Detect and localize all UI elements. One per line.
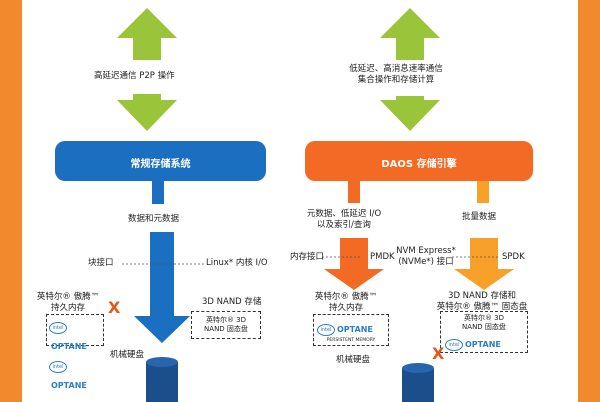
left-nand-label: 3D NAND 存储 <box>202 297 262 307</box>
left-hdd-label: 机械硬盘 <box>110 350 145 360</box>
right-nand-label: 3D NAND 存储和 英特尔® 傲腾™ 固态盘 <box>437 291 527 313</box>
right-meta-label: 元数据、低延迟 I/O 以及索引/查询 <box>307 209 381 231</box>
blue-arrow-upper <box>152 181 164 204</box>
left-box-title: 常规存储系统 <box>130 159 191 170</box>
intel-logo: intel <box>317 323 335 336</box>
amber-arrow-upper-right <box>477 181 489 203</box>
right-meta-line1: 元数据、低延迟 I/O <box>306 209 382 219</box>
right-pmem-line2: 持久内存 <box>328 303 364 313</box>
orange-arrow-upper-left <box>348 181 360 203</box>
right-hdd-label: 机械硬盘 <box>336 355 371 365</box>
block-interface-label: 块接口 <box>88 258 114 268</box>
optane-pm-wordmark: OPTANE <box>51 342 87 351</box>
right-meta-line2: 以及索引/查询 <box>317 220 371 230</box>
right-nand-line2: 英特尔® 傲腾™ 固态盘 <box>436 302 528 312</box>
intel-logo: intel <box>49 321 67 334</box>
right-box-title: DAOS 存储引擎 <box>381 159 457 170</box>
pmdk-label: PMDK <box>370 252 395 262</box>
left-optane-pm-badge: intelOPTANE <box>49 317 101 355</box>
blue-down-arrow <box>134 232 190 343</box>
memory-interface-label: 内存接口 <box>290 252 325 262</box>
diagram-graphics <box>55 8 533 402</box>
right-pmem-label: 英特尔® 傲腾™ 持久内存 <box>315 292 377 314</box>
left-nand-box: 英特尔® 3D NAND 固态盘 <box>191 311 261 339</box>
spdk-label: SPDK <box>502 252 525 262</box>
right-green-arrow <box>380 8 440 131</box>
right-top-line1: 低延迟、高消息速率通信 <box>349 64 443 74</box>
left-top-label: 高延迟通信 P2P 操作 <box>94 71 175 81</box>
right-top-label: 低延迟、高消息速率通信 集合操作和存储计算 <box>349 64 443 86</box>
left-data-label: 数据和元数据 <box>128 214 180 224</box>
daos-engine-box <box>305 141 533 181</box>
regular-storage-box <box>55 141 266 181</box>
left-hdd-cylinder <box>146 357 178 402</box>
left-pmem-line2: 持久内存 <box>50 303 86 313</box>
left-optane-ssd-badge: intelOPTANE <box>49 356 101 394</box>
left-ssd-line1: 英特尔® 3D <box>205 316 247 324</box>
orange-down-arrow <box>324 238 384 290</box>
right-optane-pm-sub: PERSISTENT MEMORY <box>326 338 376 343</box>
amber-down-arrow <box>454 238 514 290</box>
right-ssd-line1: 英特尔® 3D <box>463 314 505 322</box>
right-pmem-line1: 英特尔® 傲腾™ <box>314 292 378 302</box>
right-top-line2: 集合操作和存储计算 <box>357 75 435 85</box>
right-optane-pm-wordmark: OPTANE <box>337 325 373 334</box>
diagram-canvas: 高延迟通信 P2P 操作 常规存储系统 数据和元数据 块接口 Linux* 内核… <box>22 0 578 402</box>
left-ssd-line2: NAND 固态盘 <box>204 325 248 333</box>
nvme-line1: NVM Express* <box>396 246 456 256</box>
optane-ssd-wordmark: OPTANE <box>51 381 87 390</box>
right-nand-line1: 3D NAND 存储和 <box>448 291 516 301</box>
nvme-line2: (NVMe*) 接口 <box>398 257 454 267</box>
right-ssd-line2: NAND 固态盘 <box>462 323 506 331</box>
left-pmem-line1: 英特尔® 傲腾™ <box>36 292 100 302</box>
intel-logo: intel <box>445 338 463 351</box>
right-hdd-cylinder <box>402 363 434 402</box>
right-optane-ssd-wordmark: OPTANE <box>465 340 501 349</box>
left-green-arrow <box>117 8 177 131</box>
left-x-mark: X <box>108 298 121 317</box>
right-bulk-label: 批量数据 <box>462 212 497 222</box>
nvme-label: NVM Express* (NVMe*) 接口 <box>396 246 456 268</box>
intel-logo: intel <box>49 360 67 373</box>
left-pmem-box: intelOPTANE intelOPTANE <box>46 314 104 390</box>
right-x-mark: X <box>432 344 445 363</box>
left-pmem-label: 英特尔® 傲腾™ 持久内存 <box>37 292 99 314</box>
linux-kernel-label: Linux* 内核 I/O <box>206 258 268 268</box>
